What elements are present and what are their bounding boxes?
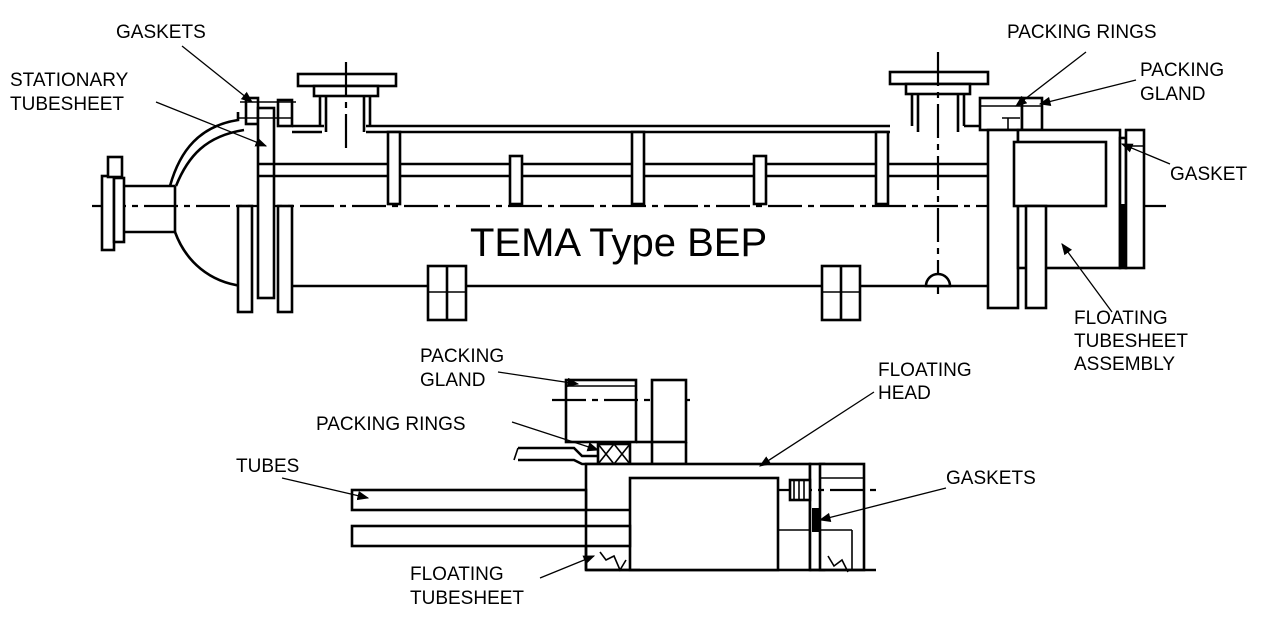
label-detail-packing-rings: PACKING RINGS	[316, 414, 466, 435]
label-stationary-tubesheet-line2: TUBESHEET	[10, 94, 124, 115]
detail-packing-gland	[564, 378, 638, 444]
exchanger-main-view	[92, 52, 1168, 322]
shell-inlet-nozzle	[296, 62, 398, 150]
detail-packing-rings	[596, 442, 632, 466]
label-detail-floating-tubesheet-line1: FLOATING	[410, 564, 504, 585]
floating-head-assembly	[986, 128, 1146, 310]
label-gaskets: GASKETS	[116, 22, 206, 43]
floating-head-detail	[350, 378, 876, 573]
label-detail-packing-gland-line2: GLAND	[420, 370, 485, 391]
label-packing-rings: PACKING RINGS	[1007, 22, 1157, 43]
label-detail-packing-gland-line1: PACKING	[420, 346, 504, 367]
label-detail-floating-head-line2: HEAD	[878, 383, 931, 404]
label-floating-tubesheet-assembly-line3: ASSEMBLY	[1074, 354, 1175, 375]
saddle-supports	[426, 264, 862, 322]
channel-nozzle	[100, 155, 175, 252]
label-packing-gland-line1: PACKING	[1140, 60, 1224, 81]
label-stationary-tubesheet-line1: STATIONARY	[10, 70, 129, 91]
label-packing-gland-line2: GLAND	[1140, 84, 1205, 105]
detail-tubes	[350, 488, 632, 570]
diagram-title: TEMA Type BEP	[470, 221, 767, 265]
label-detail-floating-tubesheet-line2: TUBESHEET	[410, 588, 524, 609]
stationary-tubesheet	[236, 96, 296, 314]
channel-bonnet	[168, 112, 245, 288]
label-floating-tubesheet-assembly-line2: TUBESHEET	[1074, 331, 1188, 352]
label-detail-floating-head-line1: FLOATING	[878, 360, 972, 381]
baffles	[386, 130, 890, 206]
label-gasket: GASKET	[1170, 164, 1247, 185]
shell	[292, 124, 988, 288]
packing-box	[978, 96, 1044, 132]
label-floating-tubesheet-assembly-line1: FLOATING	[1074, 308, 1168, 329]
label-detail-tubes: TUBES	[236, 456, 299, 477]
leader-lines	[155, 45, 1171, 579]
label-detail-gaskets: GASKETS	[946, 468, 1036, 489]
shell-outlet-nozzle	[888, 52, 990, 296]
